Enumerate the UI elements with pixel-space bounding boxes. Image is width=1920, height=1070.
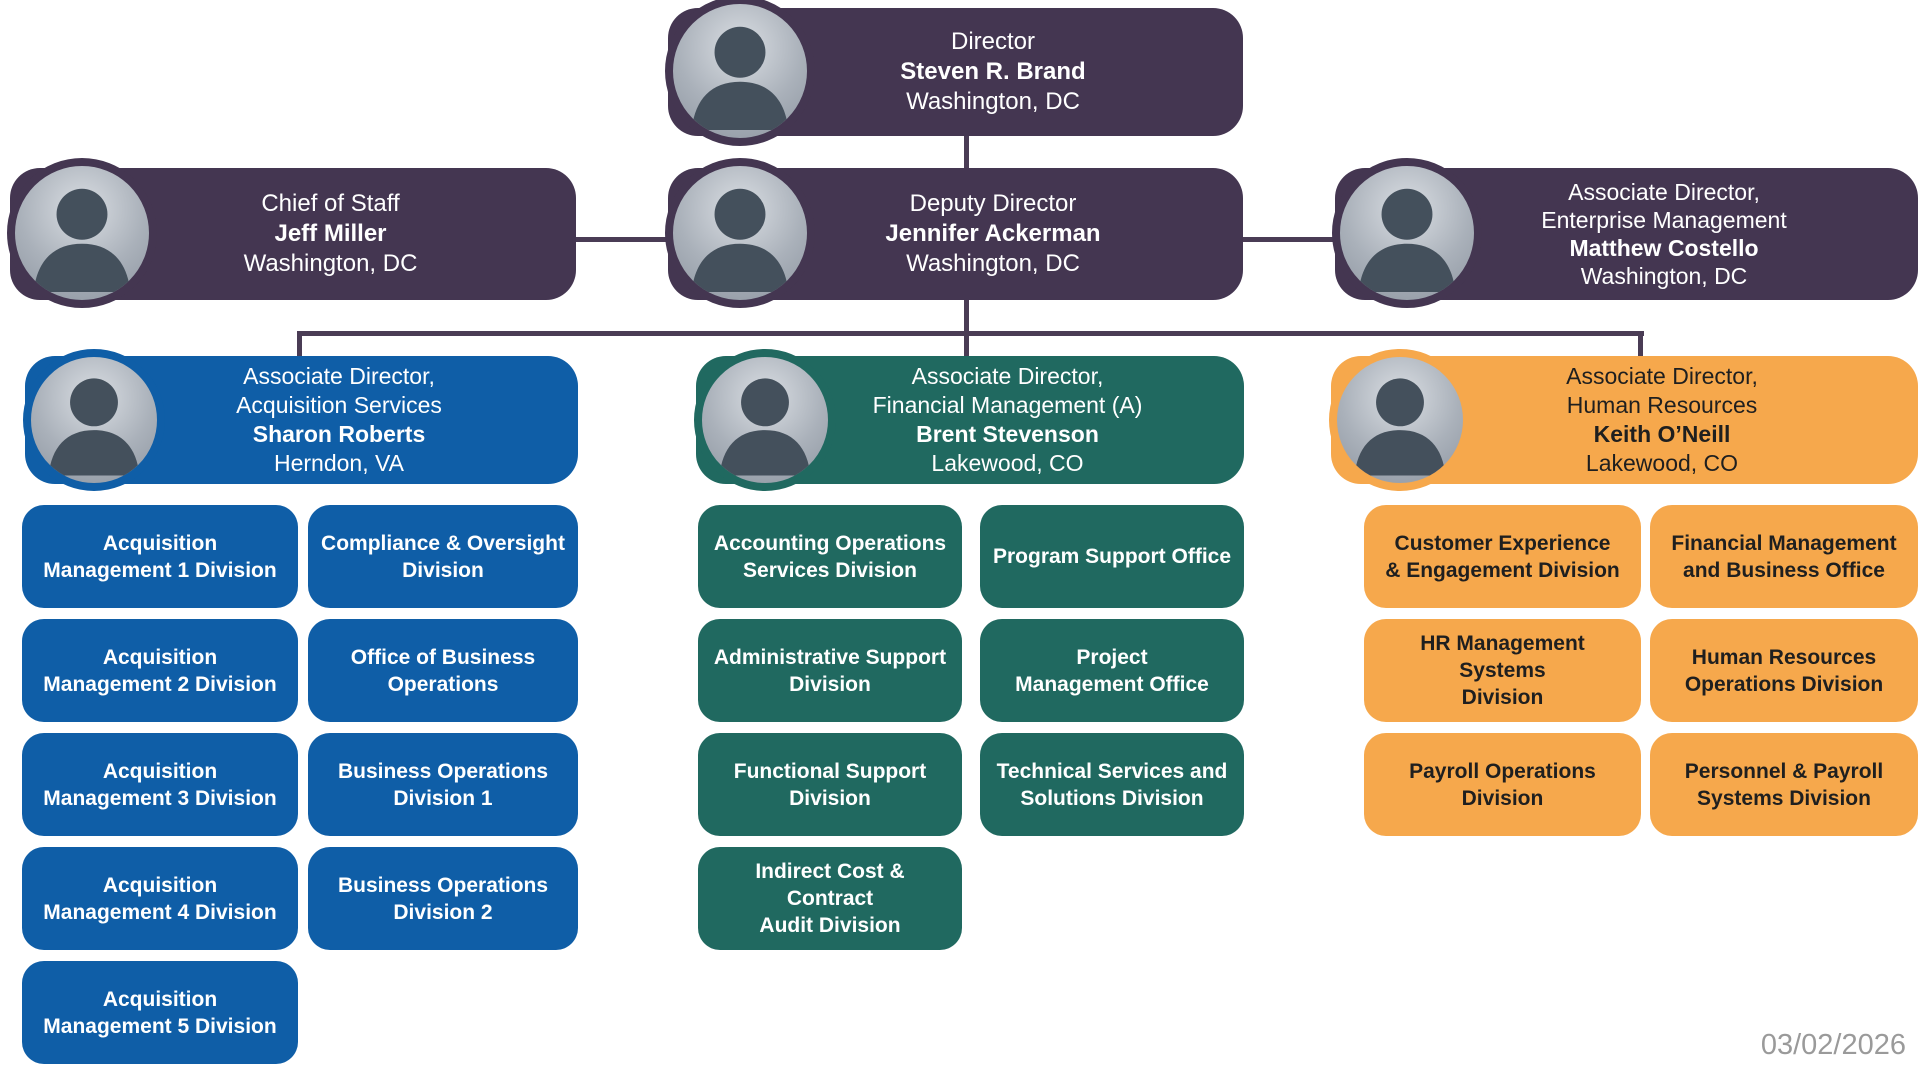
avatar [23,349,165,491]
node-name: Jennifer Ackerman [885,220,1101,247]
avatar [665,158,815,308]
division-label: Acquisition Management 5 Division [43,987,277,1038]
node-name: Sharon Roberts [252,421,426,447]
division-box-accounting-operations: Accounting Operations Services Division [698,505,962,608]
connector-line [964,134,969,172]
division-label: Office of Business Operations [350,645,536,696]
org-node-human-resources: Associate Director, Human Resources Keit… [1329,349,1918,491]
division-box-technical-services: Technical Services and Solutions Divisio… [980,733,1244,836]
division-label: Technical Services and Solutions Divisio… [996,759,1228,810]
division-box-hr-operations: Human Resources Operations Division [1650,619,1918,722]
division-box-acquisition-management-3: Acquisition Management 3 Division [22,733,298,836]
division-box-administrative-support: Administrative Support Division [698,619,962,722]
division-box-project-management: Project Management Office [980,619,1244,722]
division-label: Functional Support Division [733,759,927,810]
node-name: Brent Stevenson [916,421,1099,447]
avatar [7,158,157,308]
division-box-acquisition-management-5: Acquisition Management 5 Division [22,961,298,1064]
person-avatar-icon [48,378,140,476]
division-box-indirect-cost-contract-audit: Indirect Cost & Contract Audit Division [698,847,962,950]
org-node-deputy-director: Deputy Director Jennifer Ackerman Washin… [665,158,1243,308]
division-box-program-support: Program Support Office [980,505,1244,608]
node-location: Washington, DC [1580,263,1748,289]
node-location: Washington, DC [906,250,1080,277]
division-label: Project Management Office [1015,645,1209,696]
avatar [1332,158,1482,308]
division-box-compliance-oversight: Compliance & Oversight Division [308,505,578,608]
node-name: Keith O’Neill [1593,421,1731,447]
connector-line [964,333,969,359]
node-title: Chief of Staff [261,190,400,217]
division-label: Indirect Cost & Contract Audit Division [755,860,905,937]
division-box-acquisition-management-1: Acquisition Management 1 Division [22,505,298,608]
division-label: Acquisition Management 3 Division [43,759,277,810]
org-node-enterprise-management: Associate Director, Enterprise Managemen… [1332,158,1918,308]
avatar [1329,349,1471,491]
division-box-hr-management-systems: HR Management Systems Division [1364,619,1641,722]
division-label: Customer Experience & Engagement Divisio… [1385,531,1620,582]
division-box-financial-management-business: Financial Management and Business Office [1650,505,1918,608]
division-label: Program Support Office [992,545,1232,568]
node-location: Washington, DC [906,88,1080,115]
node-title: Director [950,28,1035,55]
connector-line [297,333,302,359]
division-label: Business Operations Division 2 [337,873,549,924]
division-label: Business Operations Division 1 [337,759,549,810]
node-title: Associate Director, Enterprise Managemen… [1541,179,1787,233]
node-name: Jeff Miller [274,220,387,247]
division-label: Accounting Operations Services Division [713,531,947,582]
person-avatar-icon [1358,188,1456,292]
chart-date: 03/02/2026 [1760,1029,1906,1061]
division-label: Acquisition Management 2 Division [43,645,277,696]
connector-line [297,331,1644,336]
division-box-functional-support: Functional Support Division [698,733,962,836]
connector-line [1638,333,1643,359]
node-title: Associate Director, Financial Management… [872,363,1143,418]
node-name: Matthew Costello [1569,235,1759,261]
division-label: Acquisition Management 1 Division [43,531,277,582]
division-label: Personnel & Payroll Systems Division [1684,759,1884,810]
division-label: Human Resources Operations Division [1684,645,1884,696]
division-label: Financial Management and Business Office [1671,531,1897,582]
division-box-personnel-payroll-systems: Personnel & Payroll Systems Division [1650,733,1918,836]
avatar [694,349,836,491]
node-title: Deputy Director [909,190,1077,217]
node-location: Lakewood, CO [1585,450,1739,476]
division-box-business-operations-1: Business Operations Division 1 [308,733,578,836]
division-label: Administrative Support Division [713,645,947,696]
person-avatar-icon [1354,378,1446,476]
connector-line [1239,237,1339,242]
division-box-business-operations-2: Business Operations Division 2 [308,847,578,950]
person-avatar-icon [33,188,131,292]
division-label: Compliance & Oversight Division [321,531,565,582]
node-location: Lakewood, CO [931,450,1084,476]
division-box-payroll-operations: Payroll Operations Division [1364,733,1641,836]
node-title: Associate Director, Human Resources [1566,363,1758,418]
node-location: Herndon, VA [274,450,404,476]
org-node-financial-management: Associate Director, Financial Management… [694,349,1244,491]
person-avatar-icon [691,188,789,292]
connector-line [964,297,969,334]
person-avatar-icon [691,26,789,130]
node-title: Associate Director, Acquisition Services [236,363,442,418]
division-label: Acquisition Management 4 Division [43,873,277,924]
org-node-director: Director Steven R. Brand Washington, DC [665,0,1243,146]
division-label: HR Management Systems Division [1420,632,1585,709]
org-node-chief-of-staff: Chief of Staff Jeff Miller Washington, D… [7,158,576,308]
node-name: Steven R. Brand [900,58,1086,85]
division-box-office-business-operations: Office of Business Operations [308,619,578,722]
node-location: Washington, DC [243,250,418,277]
connector-line [572,237,672,242]
org-node-acquisition-services: Associate Director, Acquisition Services… [23,349,578,491]
avatar [665,0,815,146]
division-box-customer-experience: Customer Experience & Engagement Divisio… [1364,505,1641,608]
person-avatar-icon [719,378,811,476]
division-label: Payroll Operations Division [1409,759,1596,810]
division-box-acquisition-management-4: Acquisition Management 4 Division [22,847,298,950]
division-box-acquisition-management-2: Acquisition Management 2 Division [22,619,298,722]
